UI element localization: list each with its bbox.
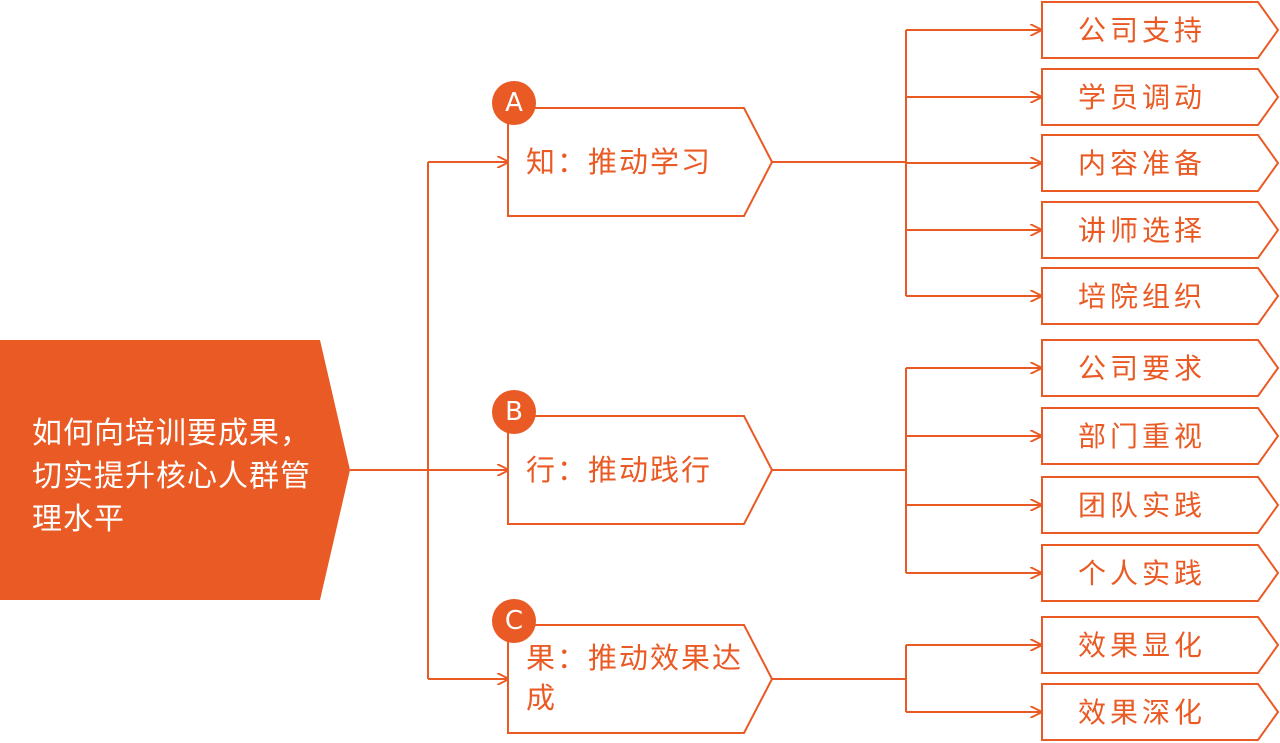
leaf-shape <box>1041 476 1280 534</box>
branch-c-shape <box>507 624 774 734</box>
branch-b-label: 行：推动践行 <box>526 453 713 487</box>
badge-c-circle <box>492 599 536 643</box>
leaf-label: 公司要求 <box>1077 352 1206 385</box>
leaf-label: 公司支持 <box>1077 14 1206 47</box>
leaf-shape <box>1041 544 1280 602</box>
badge-a-circle <box>492 81 536 125</box>
leaf-label: 培院组织 <box>1077 280 1206 313</box>
leaf-label: 学员调动 <box>1077 81 1206 114</box>
leaf-label: 部门重视 <box>1077 420 1206 453</box>
leaf-label: 效果深化 <box>1077 696 1206 729</box>
branch-c-badge: C <box>504 606 524 636</box>
leaf-label: 个人实践 <box>1077 557 1206 590</box>
branch-c-label: 果：推动效果达成 <box>526 641 744 715</box>
leaf-label: 内容准备 <box>1077 147 1206 180</box>
leaf-shape <box>1041 68 1280 126</box>
leaf-shape <box>1041 616 1280 674</box>
branch-b-badge: B <box>505 397 523 427</box>
branch-a-label: 知：推动学习 <box>526 145 713 179</box>
badge-b-circle <box>492 390 536 434</box>
leaf-shape <box>1041 683 1280 741</box>
leaf-shape <box>1041 407 1280 465</box>
branch-b-shape <box>507 415 774 525</box>
root-node-shape <box>0 340 350 600</box>
leaf-shape <box>1041 339 1280 397</box>
leaf-shape <box>1041 0 1280 59</box>
root-node-label: 如何向培训要成果，切实提升核心人群管理水平 <box>32 416 311 537</box>
branch-a-badge: A <box>505 88 523 118</box>
leaf-label: 团队实践 <box>1077 489 1206 522</box>
leaf-shape <box>1041 134 1280 192</box>
leaf-shape <box>1041 201 1280 259</box>
leaf-label: 讲师选择 <box>1077 214 1206 247</box>
leaf-shape <box>1041 267 1280 325</box>
branch-a-shape <box>507 107 774 217</box>
leaf-label: 效果显化 <box>1077 629 1206 662</box>
